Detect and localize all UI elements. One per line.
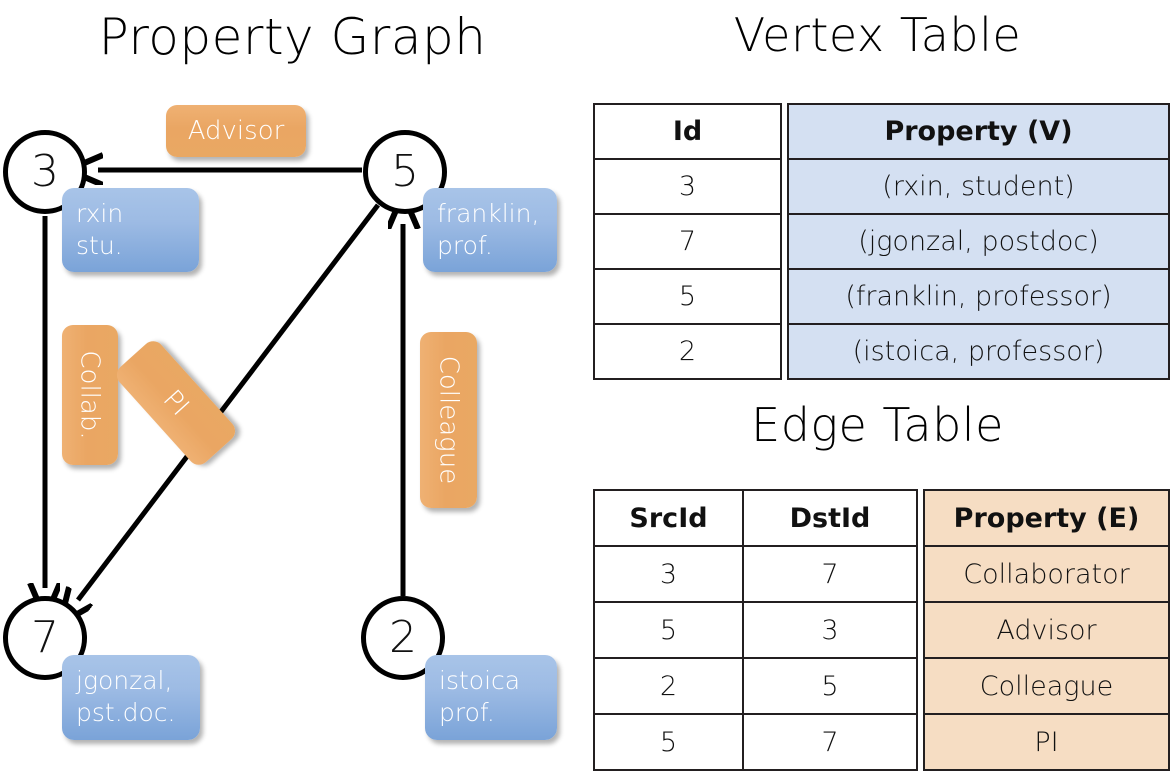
vertex-table-header-property: Property (V) (787, 103, 1170, 160)
property-graph-diagram: 3 5 7 2 rxin stu. franklin, prof. jgonza… (0, 0, 585, 760)
vertex-row-0-property: (rxin, student) (787, 158, 1170, 215)
edge-label-advisor: Advisor (166, 105, 306, 157)
vertex-property-box-7: jgonzal, pst.doc. (62, 655, 200, 740)
edge-row-1-property: Advisor (923, 601, 1170, 659)
vertex-property-5-line1: franklin, (437, 199, 540, 228)
edge-table-column-gap (917, 714, 924, 770)
edge-row-1-dst: 3 (742, 601, 918, 659)
edge-row-3-src: 5 (593, 713, 744, 771)
vertex-property-5-line2: prof. (437, 231, 493, 260)
edge-label-collab-text: Collab. (75, 350, 105, 440)
vertex-row-1-property: (jgonzal, postdoc) (787, 213, 1170, 270)
edge-row-2-property: Colleague (923, 657, 1170, 715)
vertex-row-0-id: 3 (593, 158, 782, 215)
vertex-property-3-line2: stu. (76, 231, 123, 260)
vertex-table-header-id: Id (593, 103, 782, 160)
vertex-row-3-property: (istoica, professor) (787, 323, 1170, 380)
vertex-row-3-id: 2 (593, 323, 782, 380)
vertex-row-2-property: (franklin, professor) (787, 268, 1170, 325)
edge-table-header-row: SrcId DstId Property (E) (593, 489, 1170, 547)
table-row[interactable]: 7 (jgonzal, postdoc) (593, 213, 1170, 270)
edge-row-1-src: 5 (593, 601, 744, 659)
edge-row-2-src: 2 (593, 657, 744, 715)
table-row[interactable]: 5 7 PI (593, 713, 1170, 771)
vertex-table-column-gap (781, 269, 788, 324)
page-title-edge-table: Edge Table (751, 398, 1004, 452)
vertex-table: Id Property (V) 3 (rxin, student) 7 (jgo… (593, 103, 1170, 380)
edge-table-column-gap (917, 602, 924, 658)
graph-edge-lines (0, 0, 585, 760)
vertex-table-column-gap (781, 324, 788, 379)
edge-label-colleague-text: Colleague (433, 355, 464, 485)
vertex-node-5[interactable]: 5 (363, 130, 447, 214)
edge-table-header-srcid: SrcId (593, 489, 744, 547)
table-row[interactable]: 2 5 Colleague (593, 657, 1170, 715)
edge-table: SrcId DstId Property (E) 3 7 Collaborato… (593, 489, 1170, 771)
edge-label-colleague: Colleague (420, 332, 477, 508)
vertex-row-1-id: 7 (593, 213, 782, 270)
edge-table-header-dstid: DstId (742, 489, 918, 547)
edge-table-column-gap (917, 658, 924, 714)
page-title-property-graph: Property Graph (98, 8, 487, 66)
edge-table-column-gap (917, 546, 924, 602)
page-title-vertex-table: Vertex Table (733, 8, 1022, 62)
vertex-property-7-line1: jgonzal, (76, 666, 173, 695)
table-row[interactable]: 2 (istoica, professor) (593, 323, 1170, 380)
vertex-property-box-2: istoica prof. (425, 655, 557, 740)
vertex-table-column-gap (781, 214, 788, 269)
edge-row-3-dst: 7 (742, 713, 918, 771)
vertex-table-header-row: Id Property (V) (593, 103, 1170, 160)
vertex-row-2-id: 5 (593, 268, 782, 325)
edge-label-pi-text: PI (157, 384, 195, 422)
edge-row-0-property: Collaborator (923, 545, 1170, 603)
table-row[interactable]: 3 7 Collaborator (593, 545, 1170, 603)
vertex-property-2-line2: prof. (439, 698, 495, 727)
vertex-table-column-gap (781, 104, 788, 159)
vertex-node-2[interactable]: 2 (361, 596, 445, 680)
edge-label-advisor-text: Advisor (187, 116, 285, 146)
vertex-property-box-5: franklin, prof. (423, 188, 557, 272)
vertex-property-box-3: rxin stu. (62, 188, 199, 272)
edge-label-collab: Collab. (62, 325, 118, 465)
edge-table-column-gap (917, 490, 924, 546)
vertex-table-column-gap (781, 159, 788, 214)
edge-row-3-property: PI (923, 713, 1170, 771)
edge-row-0-dst: 7 (742, 545, 918, 603)
edge-row-0-src: 3 (593, 545, 744, 603)
table-row[interactable]: 5 3 Advisor (593, 601, 1170, 659)
edge-line-5-to-7 (78, 203, 380, 600)
vertex-property-3-line1: rxin (76, 199, 124, 228)
vertex-property-2-line1: istoica (439, 666, 521, 695)
table-row[interactable]: 5 (franklin, professor) (593, 268, 1170, 325)
edge-table-header-property: Property (E) (923, 489, 1170, 547)
edge-row-2-dst: 5 (742, 657, 918, 715)
table-row[interactable]: 3 (rxin, student) (593, 158, 1170, 215)
vertex-property-7-line2: pst.doc. (76, 698, 176, 727)
